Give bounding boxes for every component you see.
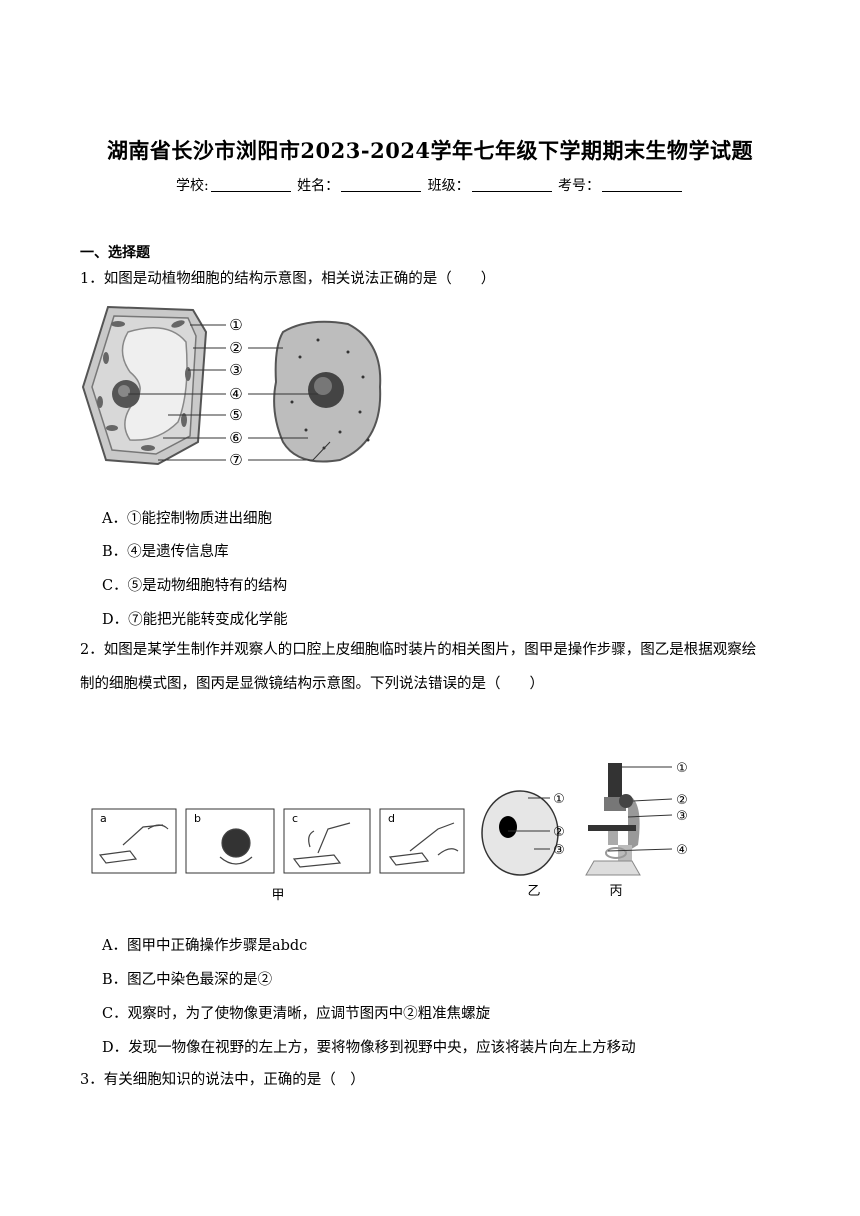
fig1-label-1: ① xyxy=(229,316,242,334)
section-heading: 一、选择题 xyxy=(80,245,150,261)
question-2-stem-line-2: 制的细胞模式图，图丙是显微镜结构示意图。下列说法错误的是（ ） xyxy=(80,676,544,692)
caption-yi: 乙 xyxy=(527,884,540,899)
fig1-label-6: ⑥ xyxy=(229,429,242,447)
slide-preparation-figure: a b c d 甲 ① ② ③ 乙 ① xyxy=(91,761,688,903)
scope-label-4: ④ xyxy=(676,843,688,858)
question-1-option-b: B．④是遗传信息库 xyxy=(102,544,229,560)
exam-no-blank xyxy=(602,177,683,192)
step-b-label: b xyxy=(194,812,201,825)
question-2-option-c: C．观察时，为了使物像更清晰，应调节图丙中②粗准焦螺旋 xyxy=(102,1006,491,1022)
step-c-label: c xyxy=(292,812,298,825)
student-info-line: 学校: 姓名： 班级： 考号： xyxy=(0,175,860,195)
step-a-label: a xyxy=(100,812,107,825)
cell-label-1: ① xyxy=(553,792,565,807)
caption-bing: 丙 xyxy=(609,884,622,899)
plant-cell-diagram xyxy=(81,305,208,466)
fig1-label-5: ⑤ xyxy=(229,406,242,424)
name-blank xyxy=(341,177,422,192)
fig1-label-7: ⑦ xyxy=(229,451,242,469)
class-label: 班级： xyxy=(427,178,470,194)
scope-label-1: ① xyxy=(676,761,688,776)
animal-cell-diagram xyxy=(273,320,382,463)
fig1-label-2: ② xyxy=(229,339,242,357)
caption-jia: 甲 xyxy=(271,888,284,903)
question-2-option-d: D．发现一物像在视野的左上方，要将物像移到视野中央，应该将装片向左上方移动 xyxy=(102,1040,636,1056)
scope-label-2: ② xyxy=(676,793,688,808)
question-2-option-a: A．图甲中正确操作步骤是abdc xyxy=(102,938,308,954)
cell-label-2: ② xyxy=(553,825,565,840)
question-1-option-a: A．①能控制物质进出细胞 xyxy=(102,511,272,527)
microscope-diagram xyxy=(585,763,641,876)
class-blank xyxy=(471,177,552,192)
cell-label-3: ③ xyxy=(553,843,565,858)
fig1-label-4: ④ xyxy=(229,385,242,403)
name-label: 姓名： xyxy=(297,178,340,194)
school-blank xyxy=(210,177,291,192)
question-2-stem-line-1: 2．如图是某学生制作并观察人的口腔上皮细胞临时装片的相关图片，图甲是操作步骤，图… xyxy=(80,642,757,658)
question-1-option-c: C．⑤是动物细胞特有的结构 xyxy=(102,578,288,594)
exam-no-label: 考号： xyxy=(558,178,601,194)
question-3-stem: 3．有关细胞知识的说法中，正确的是（ ） xyxy=(80,1072,365,1088)
step-d-label: d xyxy=(388,812,395,825)
school-label: 学校: xyxy=(175,178,209,194)
fig1-label-3: ③ xyxy=(229,361,242,379)
cell-structure-figure: ① ② ③ ④ ⑤ ⑥ ⑦ xyxy=(81,305,382,469)
question-2-option-b: B．图乙中染色最深的是② xyxy=(102,972,273,988)
cheek-cell-diagram xyxy=(481,790,559,876)
page-title: 湖南省长沙市浏阳市2023-2024学年七年级下学期期末生物学试题 xyxy=(106,138,754,163)
scope-label-3: ③ xyxy=(676,809,688,824)
question-1-option-d: D．⑦能把光能转变成化学能 xyxy=(102,612,288,628)
question-1-stem: 1．如图是动植物细胞的结构示意图，相关说法正确的是（ ） xyxy=(80,271,496,287)
